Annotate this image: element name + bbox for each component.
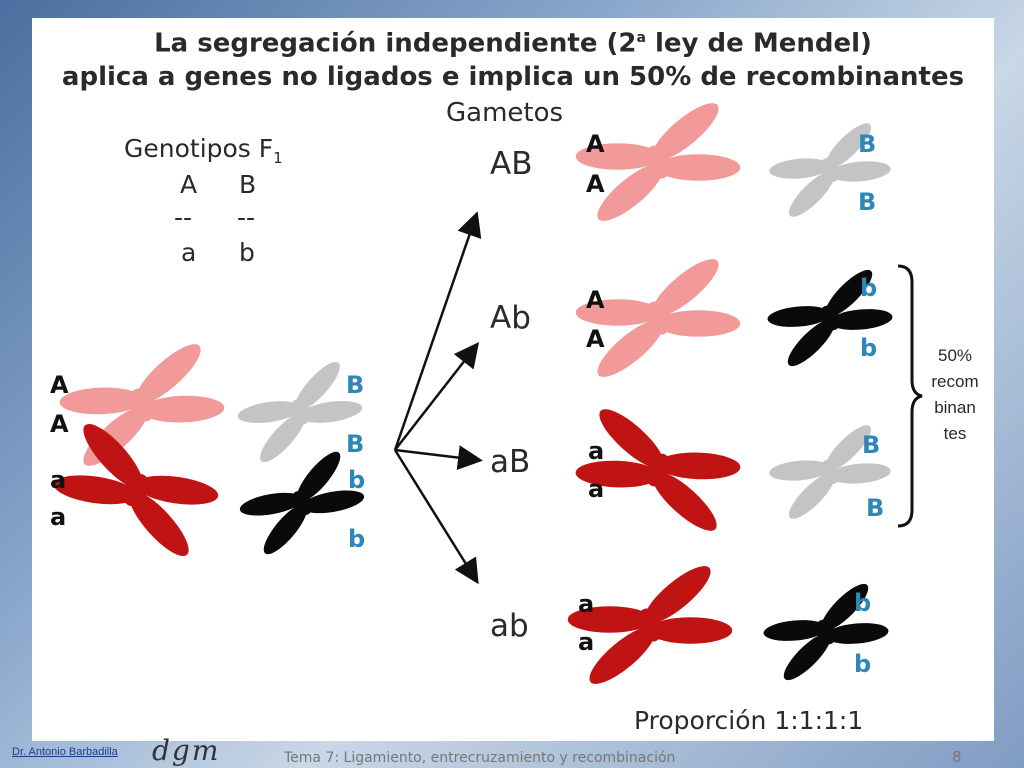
gamete-ab-allele-4: b <box>854 650 871 678</box>
gamete-AB-chromosome-a <box>573 100 743 224</box>
dgm-logo: dgm <box>152 734 221 767</box>
gamete-AB-allele-1: A <box>586 130 605 158</box>
parent-allele-B-bottom: B <box>346 430 364 458</box>
page-title: La segregación independiente (2a ley de … <box>32 22 994 94</box>
arrow-to-ab <box>393 449 479 585</box>
gamete-AB-allele-4: B <box>858 188 876 216</box>
parent-allele-b-top: b <box>348 466 365 494</box>
genotypes-heading: Genotipos F1 <box>124 134 283 167</box>
gamete-label-Ab: Ab <box>490 300 531 336</box>
genotype-separator-a: -- <box>174 203 193 232</box>
footer-topic: Tema 7: Ligamiento, entrecruzamiento y r… <box>284 750 676 766</box>
recombinant-brace-icon <box>897 264 923 528</box>
gamete-Ab-allele-3: b <box>860 274 877 302</box>
gamete-Ab-allele-4: b <box>860 334 877 362</box>
gamete-AB-allele-2: A <box>586 170 605 198</box>
parent-allele-A-bottom: A <box>50 410 69 438</box>
genotype-top-a: A <box>180 170 198 199</box>
gametes-heading: Gametos <box>446 98 564 128</box>
proportion-label: Proporción 1:1:1:1 <box>634 706 864 735</box>
gamete-Ab-chromosome-b <box>765 267 895 369</box>
title-line1-a: La segregación independiente (2 <box>154 28 637 59</box>
recombinant-note: 50% recom binan tes <box>931 346 979 443</box>
arrow-to-Ab <box>394 342 480 451</box>
gamete-Ab-chromosome-a <box>573 256 743 380</box>
gamete-AB-chromosome-b <box>767 120 893 220</box>
gamete-ab-allele-3: b <box>854 589 871 617</box>
arrow-to-aB <box>394 445 483 471</box>
arrow-to-AB <box>393 211 482 451</box>
gamete-Ab-allele-2: A <box>586 325 605 353</box>
gamete-aB-allele-4: B <box>866 494 884 522</box>
gamete-ab-allele-1: a <box>578 590 594 618</box>
title-superscript: a <box>636 30 646 46</box>
gamete-Ab-allele-1: A <box>586 286 605 314</box>
title-line1-b: ley de Mendel) <box>645 28 872 59</box>
genotypes-heading-text: Genotipos F <box>124 134 274 163</box>
gamete-aB-allele-2: a <box>588 475 604 503</box>
genotypes-heading-subscript: 1 <box>273 149 283 167</box>
gamete-aB-chromosome-a <box>573 406 743 534</box>
author-link[interactable]: Dr. Antonio Barbadilla <box>12 746 118 758</box>
slide-number: 8 <box>952 748 962 766</box>
genotype-bottom-a: a <box>181 238 197 267</box>
gamete-AB-allele-3: B <box>858 130 876 158</box>
genotype-bottom-b: b <box>239 238 255 267</box>
parent-allele-B-top: B <box>346 371 364 399</box>
gamete-ab-chromosome-a <box>565 563 735 687</box>
parent-chromosome-dark-red <box>51 420 221 560</box>
parent-allele-a-top: a <box>50 466 66 494</box>
gamete-label-AB: AB <box>490 146 533 182</box>
gamete-ab-chromosome-b <box>761 581 891 683</box>
parent-allele-b-bottom: b <box>348 525 365 553</box>
title-line2: aplica a genes no ligados e implica un 5… <box>61 61 965 92</box>
parent-allele-a-bottom: a <box>50 503 66 531</box>
gamete-aB-allele-1: a <box>588 437 604 465</box>
arrows <box>393 211 483 585</box>
genotype-top-b: B <box>239 170 257 199</box>
gamete-label-aB: aB <box>490 444 531 480</box>
gamete-ab-allele-2: a <box>578 628 594 656</box>
parent-allele-A-top: A <box>50 371 69 399</box>
gamete-label-ab: ab <box>490 608 529 644</box>
allele-labels: A A a a B B b b A A B B A A b b a a B B … <box>50 130 884 678</box>
genotype-separator-b: -- <box>237 203 256 232</box>
gamete-aB-allele-3: B <box>862 431 880 459</box>
parent-chromosome-light-red <box>57 341 227 469</box>
